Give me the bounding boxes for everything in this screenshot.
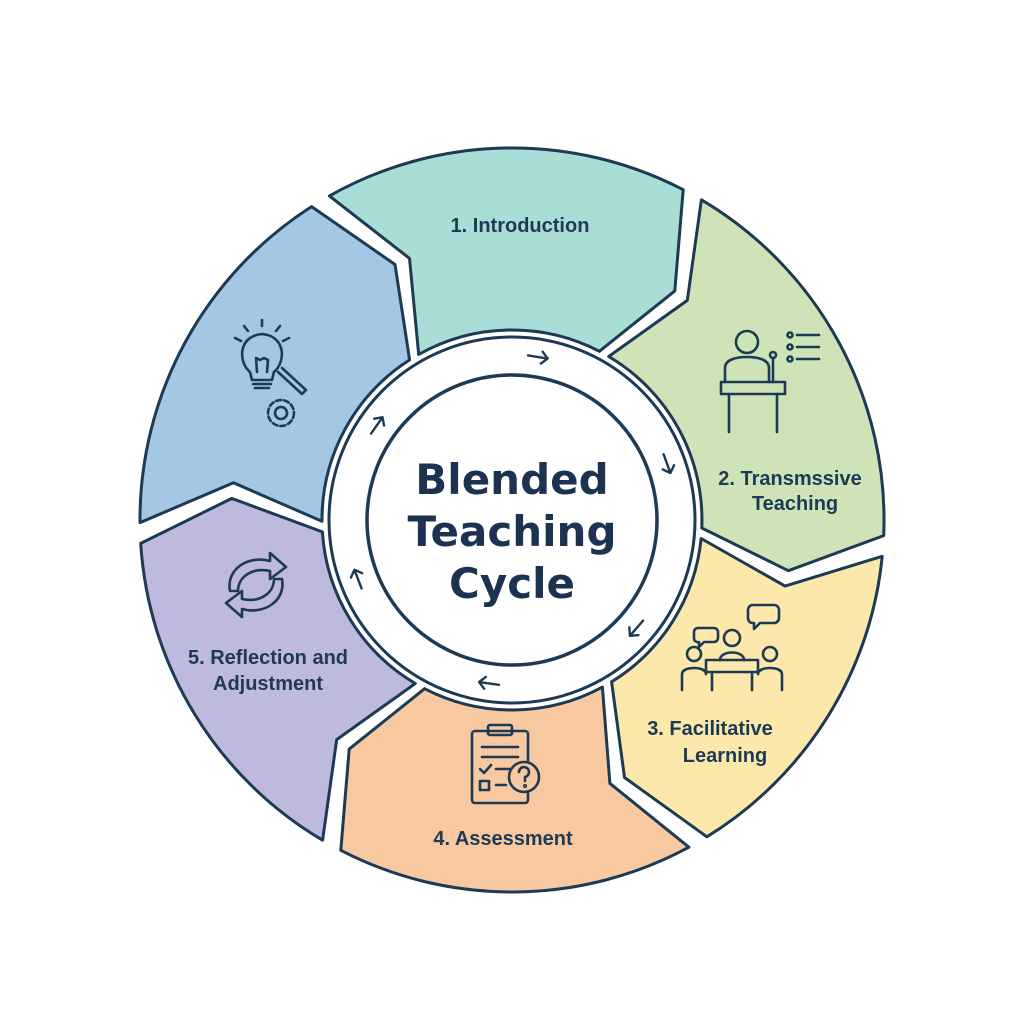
cycle-arrows-icon	[224, 551, 288, 619]
clipboard-question-icon	[470, 723, 541, 805]
cycle-direction-arrow	[349, 568, 364, 590]
facilitative-label-line-2: Learning	[683, 745, 767, 767]
assessment-label: 4. Assessment	[433, 828, 573, 850]
center-title-line-3: Cycle	[449, 559, 575, 608]
facilitative-label-line-1: 3. Facilitative	[647, 718, 773, 740]
cycle-direction-arrow	[628, 619, 645, 637]
segment-transmissive-teaching	[607, 198, 886, 573]
center-circle	[365, 373, 659, 667]
segment-introduction	[327, 146, 685, 356]
segment-facilitative-learning	[610, 537, 884, 839]
cycle-direction-arrow	[477, 675, 501, 690]
center-title-line-1: Blended	[415, 455, 608, 504]
reflection-label-line-2: Adjustment	[213, 673, 323, 695]
cycle-direction-arrow	[526, 350, 549, 365]
introduction-label: 1. Introduction	[451, 215, 590, 237]
reflection-label-line-1: 5. Reflection and	[188, 647, 348, 669]
lecturer-podium-icon	[719, 329, 821, 434]
cycle-direction-arrow	[661, 453, 676, 475]
cycle-direction-arrow	[369, 416, 386, 435]
transmissive-label-line-1: 2. Transmssive	[718, 468, 861, 490]
group-discussion-icon	[680, 603, 784, 692]
segment-ideation	[138, 205, 412, 525]
lightbulb-search-gear-icon	[233, 318, 308, 428]
center-title-line-2: Teaching	[407, 507, 616, 556]
transmissive-label-line-2: Teaching	[752, 493, 838, 515]
segment-reflection-adjustment	[139, 496, 417, 842]
